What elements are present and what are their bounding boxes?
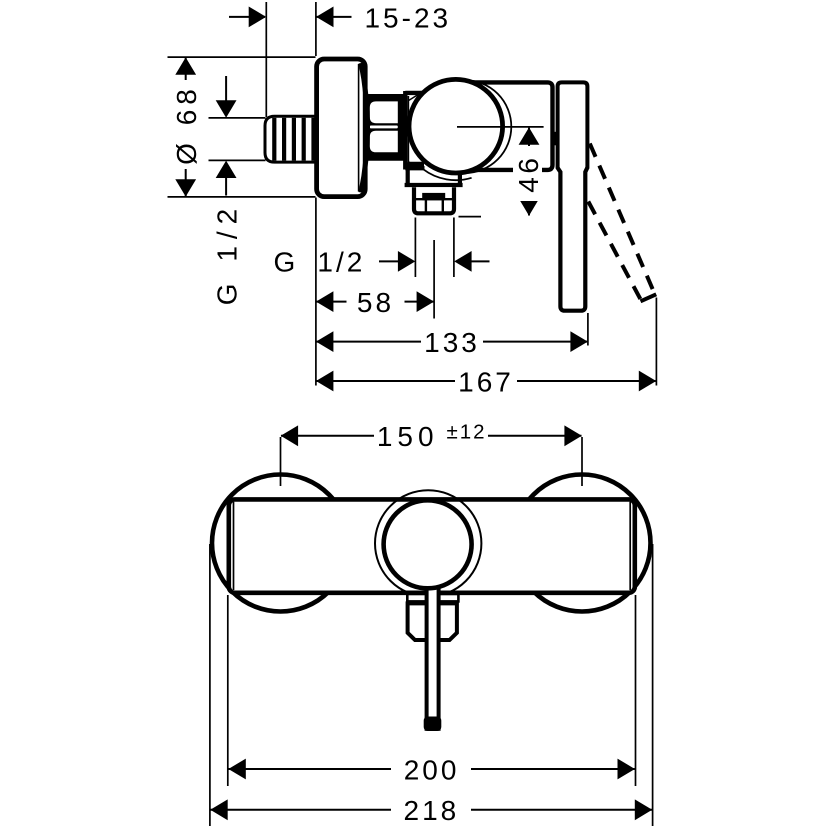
svg-text:218: 218: [404, 795, 460, 826]
svg-text:58: 58: [357, 287, 394, 318]
svg-text:133: 133: [424, 327, 480, 358]
svg-text:G: G: [274, 246, 299, 277]
svg-text:±12: ±12: [447, 421, 487, 444]
svg-text:Ø 68: Ø 68: [171, 84, 202, 165]
svg-text:200: 200: [404, 754, 460, 785]
svg-text:1/2: 1/2: [317, 246, 365, 277]
svg-text:G 1/2: G 1/2: [212, 202, 243, 305]
svg-text:167: 167: [458, 366, 514, 397]
svg-text:150: 150: [377, 421, 439, 452]
svg-text:46: 46: [513, 154, 544, 192]
svg-text:15-23: 15-23: [364, 2, 451, 33]
